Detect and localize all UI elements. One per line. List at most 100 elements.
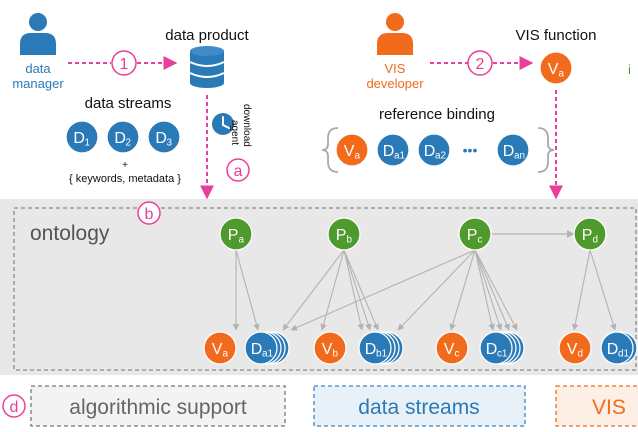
node-label-sub: 1 [85,137,91,148]
node-circle [539,51,573,85]
node-label-main: P [467,227,478,244]
node-label-sub: a1 [394,150,406,161]
node-circle [479,331,513,365]
ontology-edge [589,249,617,331]
step-b-letter: b [145,206,154,223]
node-circle [203,331,237,365]
node-circle [358,331,392,365]
node-label-main: V [548,61,559,78]
node-label-sub: a2 [435,150,447,161]
node-circle [417,133,451,167]
node-label-sub: a [355,150,361,161]
step-d-letter: d [10,399,19,416]
ontology-edge [449,249,476,331]
node-circle [458,217,492,251]
database-icon [189,46,225,88]
cut-off-text: i [628,62,631,77]
algorithmic-support-label: algorithmic support [69,396,247,419]
vis-function-label: VIS function [516,27,597,44]
node-label-sub: a [223,348,229,359]
ontology-edge [474,249,495,331]
node-label-main: V [567,341,578,358]
ontology-edge [397,249,476,331]
node-label-main: D [114,130,126,147]
binding-ellipsis: ••• [463,142,478,158]
node-circle [147,120,181,154]
node-label-sub: b [333,348,339,359]
node-label-main: P [582,227,593,244]
node-label-main: P [336,227,347,244]
node-label-main: V [444,341,455,358]
keywords-plus: + [122,160,128,171]
node-label-sub: c [455,348,460,359]
step-a-badge [226,158,250,182]
node-label-sub: b1 [376,348,388,359]
keywords-metadata-label: { keywords, metadata } [69,173,181,185]
step-a-letter: a [234,163,243,180]
node-label-sub: c1 [497,348,508,359]
algorithmic-support-box [30,385,286,427]
node-label-sub: d1 [618,348,630,359]
binding-brace-left [321,127,339,173]
node-circle [435,331,469,365]
data-manager-label-1: data [25,61,51,76]
node-circle [600,331,634,365]
node-label-main: D [486,341,498,358]
node-label-main: D [155,130,167,147]
data-product-label: data product [165,27,249,44]
vis-bottom-label: VIS [592,396,626,419]
node-circle [335,133,369,167]
node-label-main: D [73,130,85,147]
ontology-edges [232,249,617,331]
ontology-label: ontology [30,222,110,245]
ontology-edge [343,249,372,331]
vis-developer-person-icon [377,13,413,55]
node-label-main: D [424,143,436,160]
node-label-sub: a [559,68,565,79]
ontology-edge [474,249,503,331]
ontology-edge [474,249,518,331]
ontology-edge [343,249,379,331]
node-circle [327,217,361,251]
node-label-main: D [607,341,619,358]
ontology-edge [320,249,345,331]
ontology-edge [474,249,510,331]
download-agent-label-2: agent [229,120,240,145]
step1-number: 1 [120,56,129,73]
vis-box [555,385,638,427]
node-label-main: D [365,341,377,358]
vis-developer-label-2: developer [366,76,424,91]
node-circle [106,120,140,154]
node-label-sub: b [347,234,353,245]
node-label-main: D [251,341,263,358]
node-label-main: V [322,341,333,358]
node-circle [376,133,410,167]
step-b-badge [137,201,161,225]
node-label-sub: 2 [126,137,132,148]
node-label-main: V [212,341,223,358]
node-label-main: D [383,143,395,160]
node-label-sub: a [239,234,245,245]
ontology-edge [235,249,260,331]
ontology-edge [290,249,476,331]
ontology-edge [343,249,364,331]
reference-binding-label: reference binding [379,106,495,123]
step2-number: 2 [476,56,485,73]
data-streams-box [313,385,526,427]
